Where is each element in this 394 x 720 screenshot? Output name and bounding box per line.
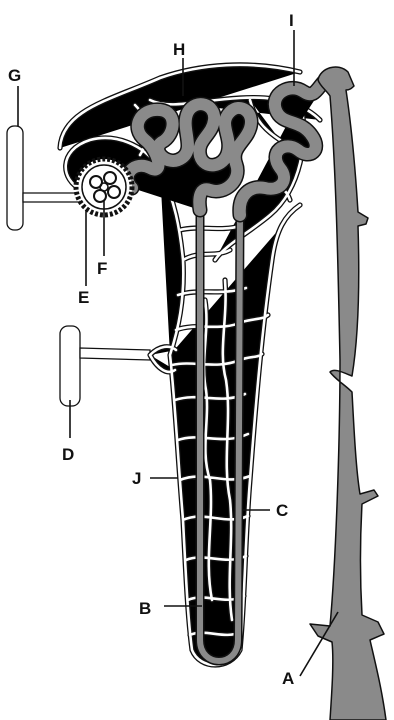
- label-h: H: [173, 40, 185, 59]
- label-j: J: [132, 469, 141, 488]
- label-e: E: [78, 288, 89, 307]
- label-i: I: [289, 11, 294, 30]
- label-c: C: [276, 501, 288, 520]
- vessel-d: [60, 326, 150, 406]
- label-b: B: [139, 599, 151, 618]
- label-g: G: [8, 66, 21, 85]
- label-f: F: [97, 259, 107, 278]
- collecting-duct: [310, 67, 386, 720]
- label-d: D: [62, 445, 74, 464]
- label-a: A: [282, 669, 294, 688]
